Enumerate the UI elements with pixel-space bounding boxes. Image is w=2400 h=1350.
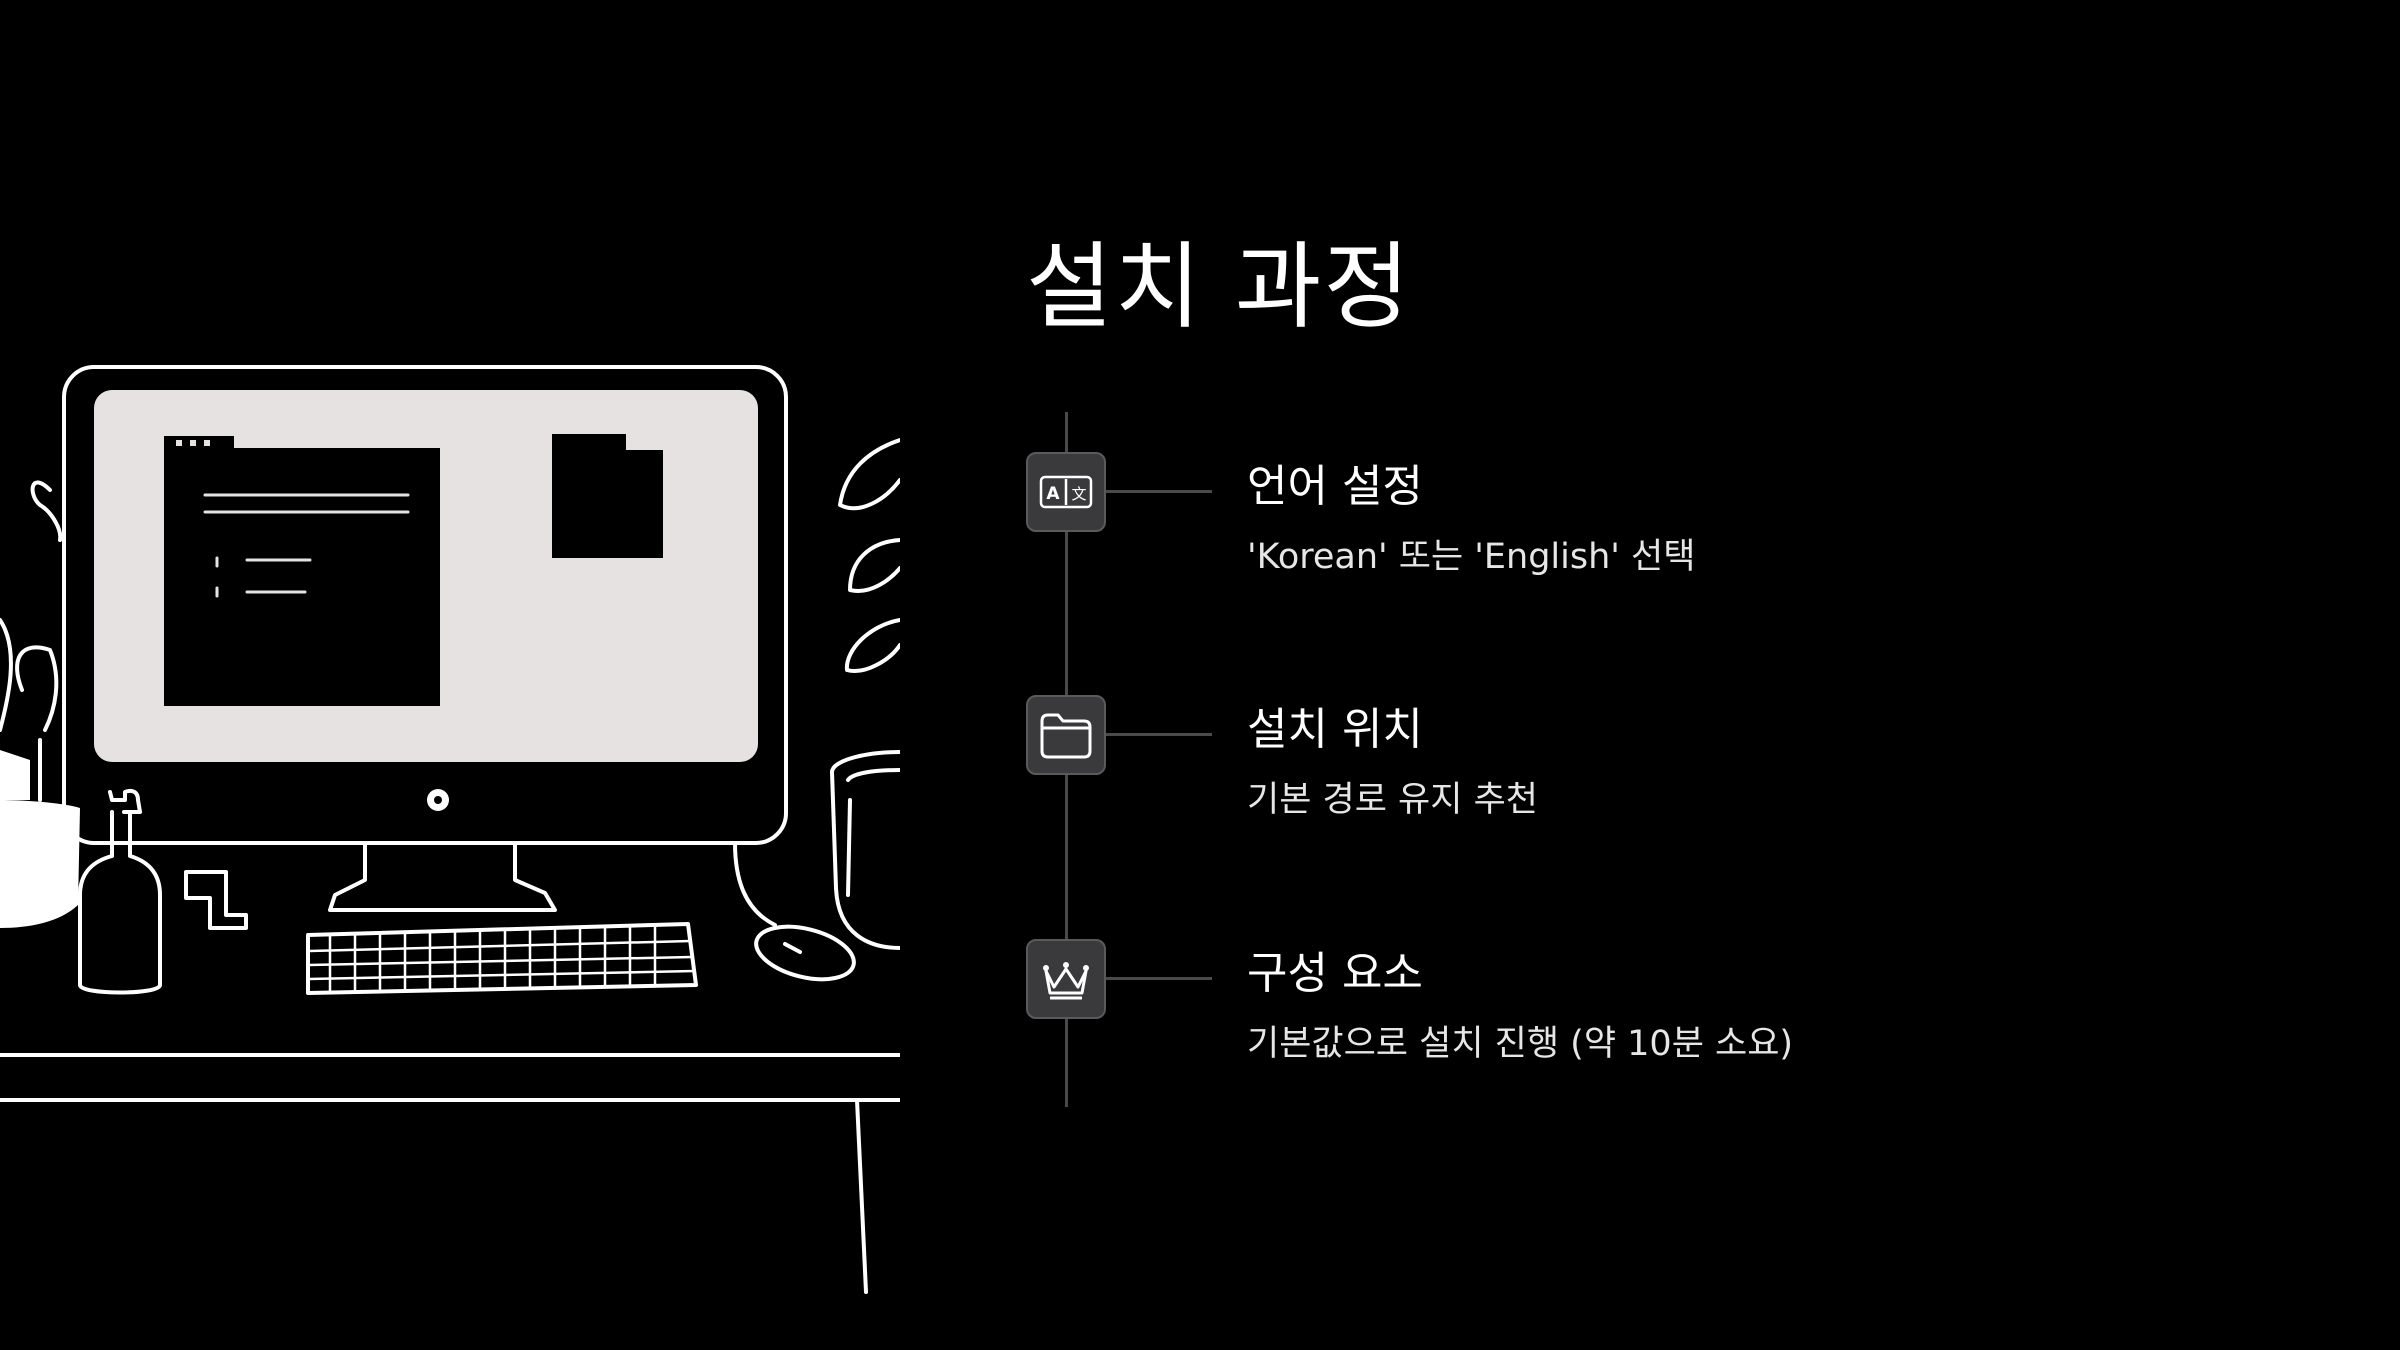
translate-icon: A 文	[1039, 475, 1093, 509]
step-title: 구성 요소	[1247, 948, 1423, 999]
mouse	[754, 924, 856, 982]
plant-left	[0, 480, 63, 802]
svg-text:A: A	[1046, 484, 1060, 504]
screen-window	[164, 448, 440, 706]
desk-illustration	[0, 365, 900, 1294]
step-language: A 文 언어 설정 'Korean' 또는 'English' 선택	[0, 450, 2400, 610]
step-icon-box: A 文	[1026, 452, 1106, 532]
slide-title: 설치 과정	[1026, 233, 1412, 342]
step-connector	[1106, 977, 1212, 980]
step-connector	[1106, 733, 1212, 736]
keyboard	[306, 922, 698, 995]
step-title: 언어 설정	[1247, 461, 1423, 512]
step-description: 기본값으로 설치 진행 (약 10분 소요)	[1247, 1024, 1794, 1064]
svg-text:文: 文	[1071, 485, 1086, 503]
step-icon-box	[1026, 939, 1106, 1019]
step-description: 'Korean' 또는 'English' 선택	[1247, 537, 1696, 577]
monitor-stand	[328, 841, 557, 912]
crown-icon	[1043, 962, 1089, 1000]
screen-icon-block	[552, 434, 663, 558]
step-connector	[1106, 490, 1212, 493]
step-components: 구성 요소 기본값으로 설치 진행 (약 10분 소요)	[0, 937, 2400, 1097]
step-description: 기본 경로 유지 추천	[1247, 780, 1538, 820]
folder-icon	[1040, 713, 1092, 759]
monitor-frame	[62, 365, 788, 845]
step-title: 설치 위치	[1247, 704, 1423, 755]
step-icon-box	[1026, 695, 1106, 775]
plant-pot-left	[0, 800, 80, 928]
step-install-location: 설치 위치 기본 경로 유지 추천	[0, 693, 2400, 853]
